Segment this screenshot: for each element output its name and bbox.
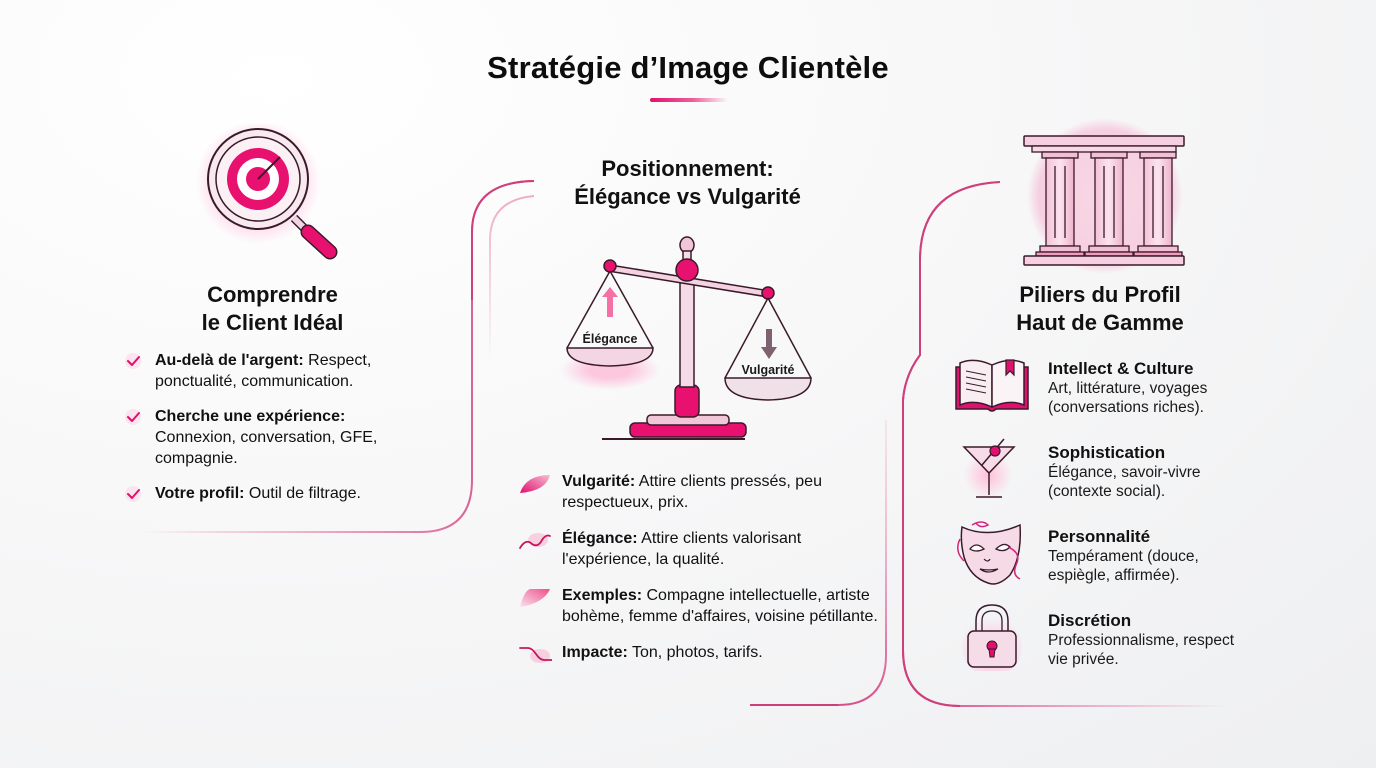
cocktail-icon: [950, 438, 1048, 509]
brush-stroke-icon: [518, 585, 562, 609]
section-title: Comprendre le Client Idéal: [201, 282, 344, 335]
check-icon: [125, 483, 155, 503]
padlock-icon: [950, 604, 1048, 677]
title-underline: [650, 98, 728, 102]
pillar-title: Personnalité: [1048, 527, 1151, 546]
positioning-list: Vulgarité: Attire clients pressés, peu r…: [518, 471, 878, 681]
theater-mask-icon: [950, 521, 1048, 593]
step-curve-icon: [518, 642, 562, 666]
magnifier-target-icon: [196, 124, 338, 260]
pillar-list: Intellect & Culture Art, littérature, vo…: [950, 355, 1280, 691]
list-item: Votre profil: Outil de filtrage.: [125, 483, 425, 504]
right-pan-label: Vulgarité: [741, 363, 795, 377]
brush-stroke-icon: [518, 471, 562, 495]
balance-scale-icon: Élégance Vulgarité: [555, 235, 820, 445]
book-icon: [950, 355, 1048, 425]
pillar-title: Intellect & Culture: [1048, 359, 1194, 378]
check-icon: [125, 350, 155, 370]
list-item: Impacte: Ton, photos, tarifs.: [518, 642, 878, 666]
list-item: Au-delà de l'argent: Respect, ponctualit…: [125, 350, 425, 392]
section-title: Positionnement: Élégance vs Vulgarité: [574, 156, 801, 209]
list-item: Élégance: Attire clients valorisant l'ex…: [518, 528, 878, 570]
left-pan-label: Élégance: [582, 332, 638, 346]
list-item: Exemples: Compagne intellectuelle, artis…: [518, 585, 878, 627]
wave-stroke-icon: [518, 528, 562, 552]
pillar-title: Discrétion: [1048, 611, 1132, 630]
page-title: Stratégie d’Image Clientèle: [487, 50, 889, 85]
list-item: Cherche une expérience: Connexion, conve…: [125, 406, 425, 469]
list-item: Intellect & Culture Art, littérature, vo…: [950, 355, 1280, 439]
pillar-title: Sophistication: [1048, 443, 1166, 462]
list-item: Personnalité Tempérament (douce, espiègl…: [950, 521, 1280, 607]
list-item: Sophistication Élégance, savoir-vivre (c…: [950, 438, 1280, 523]
list-item: Discrétion Professionnalisme, respect vi…: [950, 604, 1280, 691]
pillars-icon: [1023, 118, 1185, 273]
check-list: Au-delà de l'argent: Respect, ponctualit…: [125, 350, 425, 518]
check-icon: [125, 406, 155, 426]
list-item: Vulgarité: Attire clients pressés, peu r…: [518, 471, 878, 513]
section-title: Piliers du Profil Haut de Gamme: [1016, 282, 1184, 335]
